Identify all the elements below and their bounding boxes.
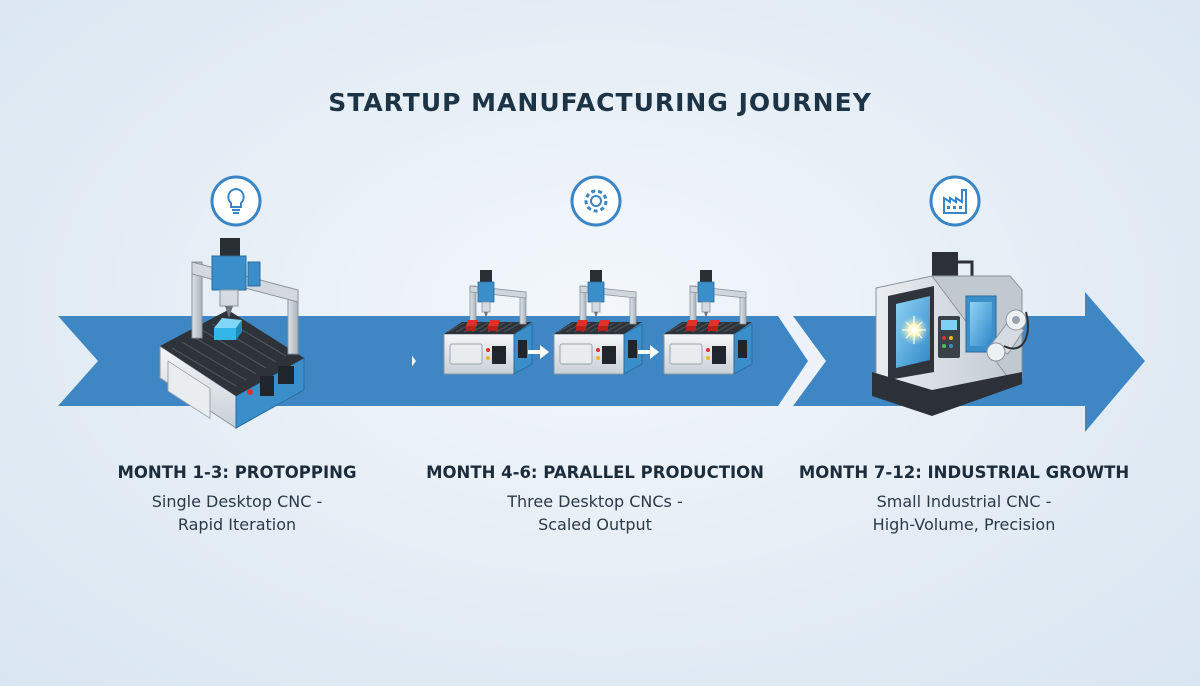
stage-description-line: Three Desktop CNCs - — [507, 492, 683, 511]
stage-heading: MONTH 4-6: PARALLEL PRODUCTION — [426, 463, 764, 482]
desktop-cnc-machine — [159, 238, 305, 429]
flow-arrow — [528, 345, 549, 359]
stage-description-line: Single Desktop CNC - — [151, 492, 323, 511]
stage-caption: MONTH 4-6: PARALLEL PRODUCTION Three Des… — [405, 463, 785, 536]
industrial-cnc-machine — [872, 252, 1029, 416]
factory-icon — [929, 175, 981, 227]
flow-arrow — [638, 345, 659, 359]
gear-icon — [570, 175, 622, 227]
stage-caption: MONTH 7-12: INDUSTRIAL GROWTH Small Indu… — [774, 463, 1154, 536]
page-title: STARTUP MANUFACTURING JOURNEY — [328, 88, 872, 117]
lightbulb-icon — [210, 175, 262, 227]
stage-description-line: High-Volume, Precision — [872, 515, 1056, 534]
stage-caption: MONTH 1-3: PROTOPPING Single Desktop CNC… — [47, 463, 427, 536]
stage-heading: MONTH 1-3: PROTOPPING — [117, 463, 357, 482]
stage-description: Single Desktop CNC - Rapid Iteration — [47, 490, 427, 536]
stage-description: Small Industrial CNC - High-Volume, Prec… — [774, 490, 1154, 536]
stage-heading: MONTH 7-12: INDUSTRIAL GROWTH — [798, 463, 1130, 482]
stage-description-line: Small Industrial CNC - — [876, 492, 1052, 511]
stage-description: Three Desktop CNCs - Scaled Output — [405, 490, 785, 536]
stage-description-line: Rapid Iteration — [177, 515, 297, 534]
stage-description-line: Scaled Output — [538, 515, 652, 534]
